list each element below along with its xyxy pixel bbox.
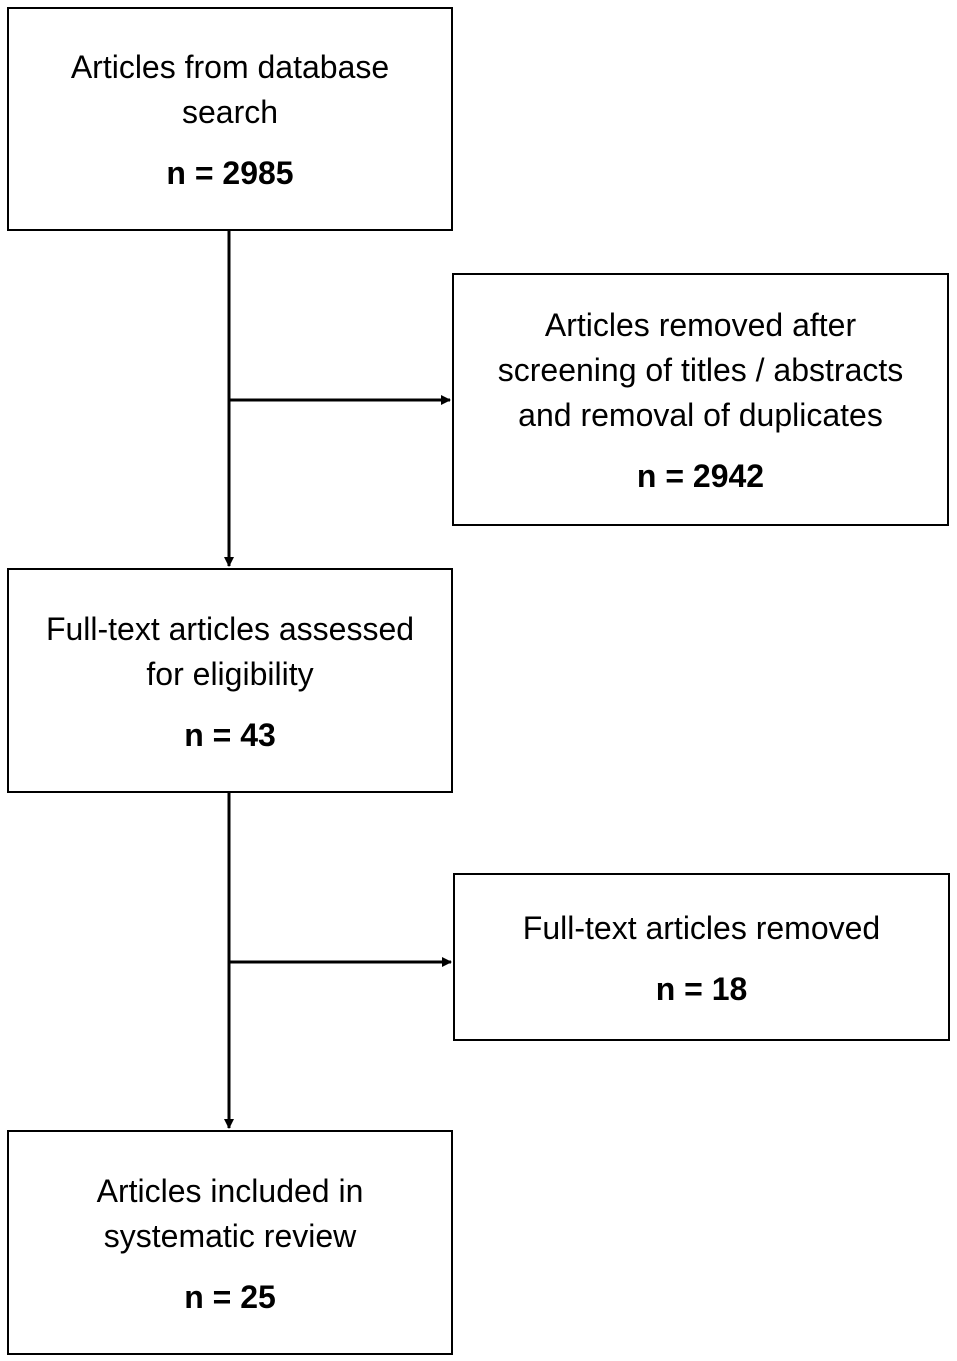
fulltext-removed-label-line-1: Full-text articles removed: [522, 909, 881, 946]
search-label-line-2: search: [181, 94, 279, 130]
fulltext-label-line-2: for eligibility: [146, 655, 314, 692]
included-count: n = 25: [184, 1278, 276, 1315]
screened-out-count: n = 2942: [636, 458, 765, 494]
search-box: Articles from database search n = 2985: [7, 7, 453, 231]
screened-out-box: Articles removed after screening of titl…: [452, 273, 949, 526]
fulltext-label-line-1: Full-text articles assessed: [45, 610, 415, 647]
included-label-line-2: systematic review: [103, 1217, 357, 1254]
included-box: Articles included in systematic review n…: [7, 1130, 453, 1355]
fulltext-box: Full-text articles assessed for eligibil…: [7, 568, 453, 793]
search-count: n = 2985: [166, 155, 294, 191]
search-label-line-1: Articles from database: [70, 49, 390, 85]
included-label-line-1: Articles included in: [96, 1172, 364, 1209]
fulltext-count: n = 43: [184, 716, 276, 753]
screened-out-label-line-2: screening of titles / abstracts: [497, 352, 904, 388]
fulltext-removed-box: Full-text articles removed n = 18: [453, 873, 950, 1041]
screened-out-label-line-1: Articles removed after: [544, 307, 857, 343]
fulltext-removed-count: n = 18: [655, 970, 748, 1007]
screened-out-label-line-3: and removal of duplicates: [518, 397, 883, 433]
